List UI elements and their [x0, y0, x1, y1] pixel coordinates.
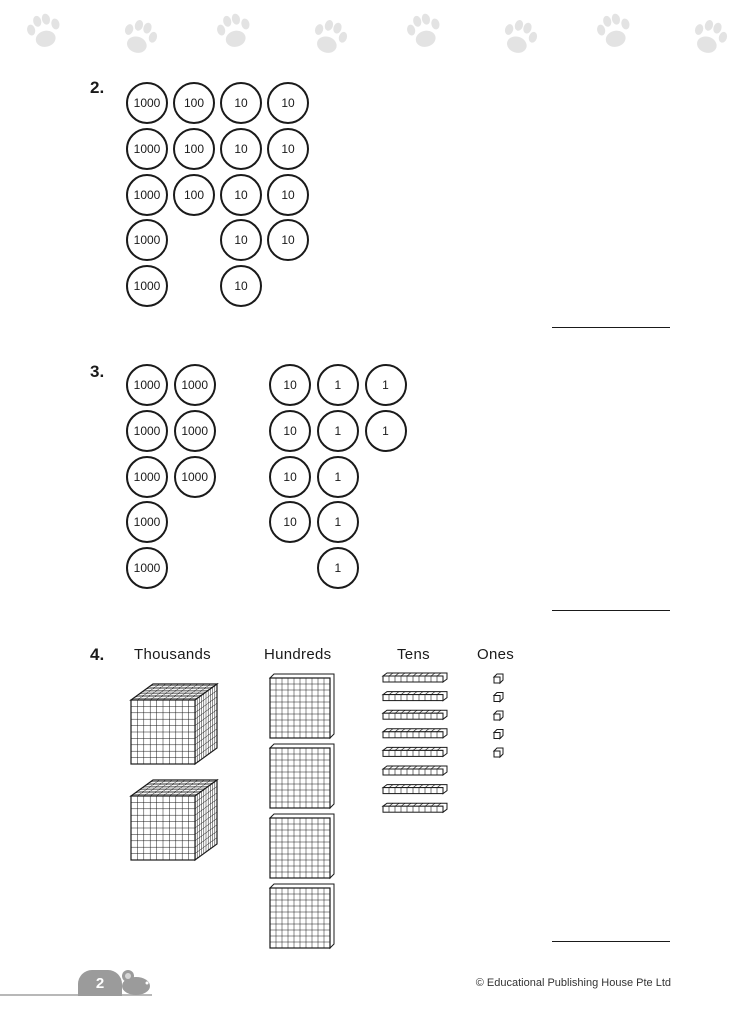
paw-print-icon: [27, 13, 60, 47]
place-value-disc: 10: [220, 127, 262, 170]
question-2-answer-line[interactable]: [552, 327, 670, 328]
place-value-disc: 10: [267, 127, 309, 170]
hundred-flat: [268, 883, 335, 950]
place-value-disc: 1: [316, 409, 359, 452]
ten-rod: [381, 784, 448, 795]
place-value-disc: 1: [316, 455, 359, 498]
paw-print-icon: [504, 19, 538, 53]
place-value-disc: 10: [267, 173, 309, 216]
place-value-disc: 1000: [126, 364, 168, 406]
hundred-flat: [268, 743, 335, 810]
place-value-disc: 10: [269, 364, 312, 406]
question-3-answer-line[interactable]: [552, 610, 670, 611]
copyright-text: © Educational Publishing House Pte Ltd: [475, 977, 671, 989]
page-number: 2: [78, 970, 122, 996]
place-value-disc: 1000: [126, 127, 168, 170]
ten-rod: [381, 728, 448, 739]
thousands-header: Thousands: [134, 646, 211, 663]
place-value-disc: 1000: [173, 364, 216, 406]
question-4-answer-line[interactable]: [552, 941, 670, 942]
place-value-disc: 10: [267, 82, 309, 124]
one-unit-cube: [492, 729, 504, 740]
paw-decoration-row: [0, 8, 749, 58]
place-value-disc: 1: [316, 547, 359, 590]
place-value-disc: 1000: [126, 219, 168, 262]
ten-rod: [381, 802, 448, 814]
thousand-cube: [129, 778, 219, 862]
place-value-disc: 1: [316, 501, 359, 544]
question-2-number: 2.: [90, 78, 105, 97]
place-value-disc: 1000: [126, 547, 168, 590]
place-value-disc: 10: [220, 82, 262, 124]
paw-print-icon: [407, 13, 440, 47]
one-unit-cube: [492, 710, 504, 722]
place-value-disc: 1000: [126, 455, 168, 498]
place-value-disc: 100: [173, 82, 215, 124]
tens-header: Tens: [397, 646, 430, 663]
mouse-icon: [122, 970, 150, 995]
place-value-disc: 1000: [173, 409, 216, 452]
hundreds-header: Hundreds: [264, 646, 332, 663]
place-value-disc: 1: [364, 364, 407, 406]
place-value-disc: 10: [269, 409, 312, 452]
place-value-disc: 10: [269, 455, 312, 498]
ten-rod: [381, 765, 448, 776]
paw-print-icon: [597, 13, 630, 47]
place-value-disc: 1: [364, 409, 407, 452]
one-unit-cube: [492, 692, 504, 703]
paw-print-icon: [314, 19, 348, 53]
place-value-disc: 1000: [126, 82, 168, 124]
ten-rod: [381, 691, 448, 702]
place-value-disc: 1: [316, 364, 359, 406]
place-value-disc: 1000: [173, 455, 216, 498]
place-value-disc: 10: [220, 265, 262, 308]
hundred-flat: [268, 673, 335, 740]
question-3-number: 3.: [90, 362, 105, 381]
place-value-disc: 100: [173, 127, 215, 170]
place-value-disc: 10: [269, 501, 312, 544]
place-value-disc: 1000: [126, 409, 168, 452]
ten-rod: [381, 746, 448, 758]
ones-header: Ones: [477, 646, 515, 663]
ten-rod: [381, 709, 448, 721]
ten-rod: [381, 672, 448, 683]
place-value-disc: 1000: [126, 173, 168, 216]
paw-print-icon: [217, 13, 250, 47]
place-value-disc: 10: [220, 173, 262, 216]
place-value-disc: 100: [173, 173, 215, 216]
paw-print-icon: [124, 19, 158, 53]
place-value-disc: 1000: [126, 265, 168, 308]
place-value-disc: 1000: [126, 501, 168, 544]
footer-bar: [0, 994, 152, 996]
thousand-cube: [129, 682, 219, 766]
paw-print-icon: [694, 19, 728, 53]
place-value-disc: 10: [267, 219, 309, 262]
hundred-flat: [268, 813, 335, 880]
one-unit-cube: [492, 747, 504, 759]
place-value-disc: 10: [220, 219, 262, 262]
one-unit-cube: [492, 673, 504, 685]
question-4-number: 4.: [90, 645, 105, 664]
